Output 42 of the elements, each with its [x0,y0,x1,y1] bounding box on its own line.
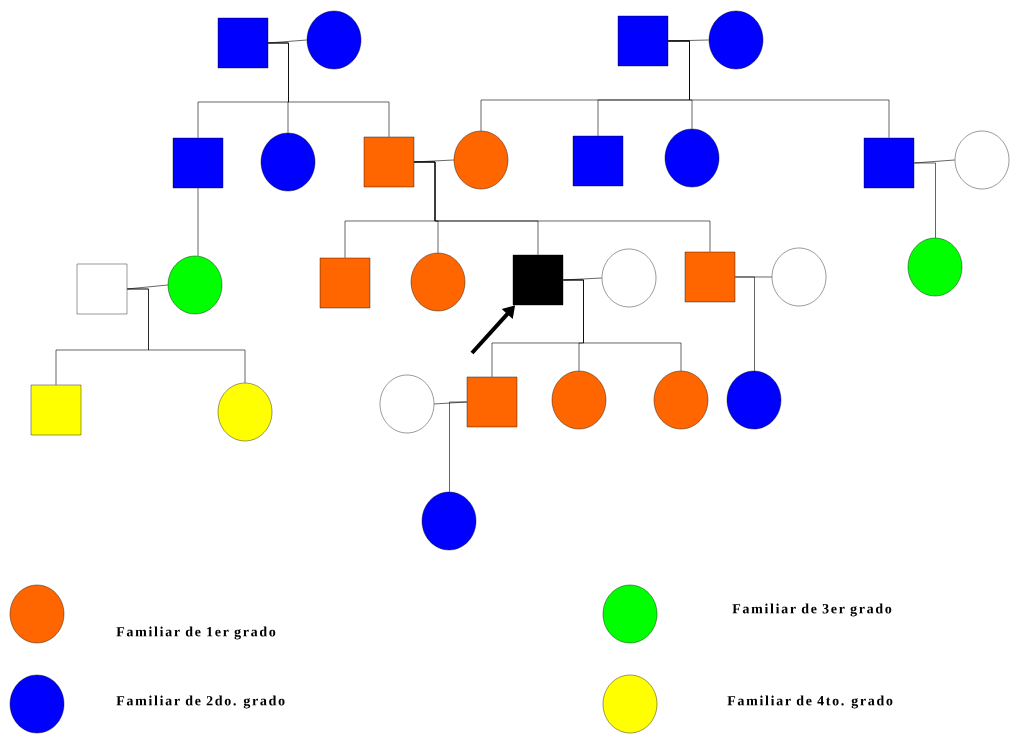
male-square [466,376,518,428]
descent-line [197,187,199,257]
female-circle [726,370,782,430]
female-circle [601,248,657,308]
legend-label: Familiar de 1er grado [116,626,276,640]
male-square [363,136,415,188]
female-circle [306,10,362,70]
male-square [30,384,82,436]
male-square [76,263,128,315]
legend-label: Familiar de 3er grado [732,603,892,617]
female-circle [167,255,223,315]
male-square [217,17,269,69]
descent-line [126,288,246,384]
legend-label: Familiar de 2do. grado [116,695,285,709]
descent-line [562,279,682,372]
female-circle [421,491,477,551]
female-circle [653,370,709,430]
female-circle [379,374,435,434]
male-square [617,15,669,67]
female-circle [907,237,963,297]
female-circle [217,382,273,442]
descent-line [734,276,755,372]
legend-label: Familiar de 4to. grado [727,695,893,709]
female-circle [771,247,827,307]
descent-line [667,40,890,139]
male-square [512,254,564,306]
male-square [319,257,371,309]
female-circle [410,252,466,312]
female-circle [664,128,720,188]
male-square [172,137,224,189]
female-circle [453,130,509,190]
female-circle [260,132,316,192]
female-circle [708,10,764,70]
descent-line [913,162,936,239]
male-square [863,137,915,189]
descent-line [413,161,711,253]
descent-line [449,401,468,493]
male-square [572,135,624,187]
descent-line [267,42,390,138]
female-circle [551,370,607,430]
female-circle [954,130,1010,190]
male-square [684,251,736,303]
